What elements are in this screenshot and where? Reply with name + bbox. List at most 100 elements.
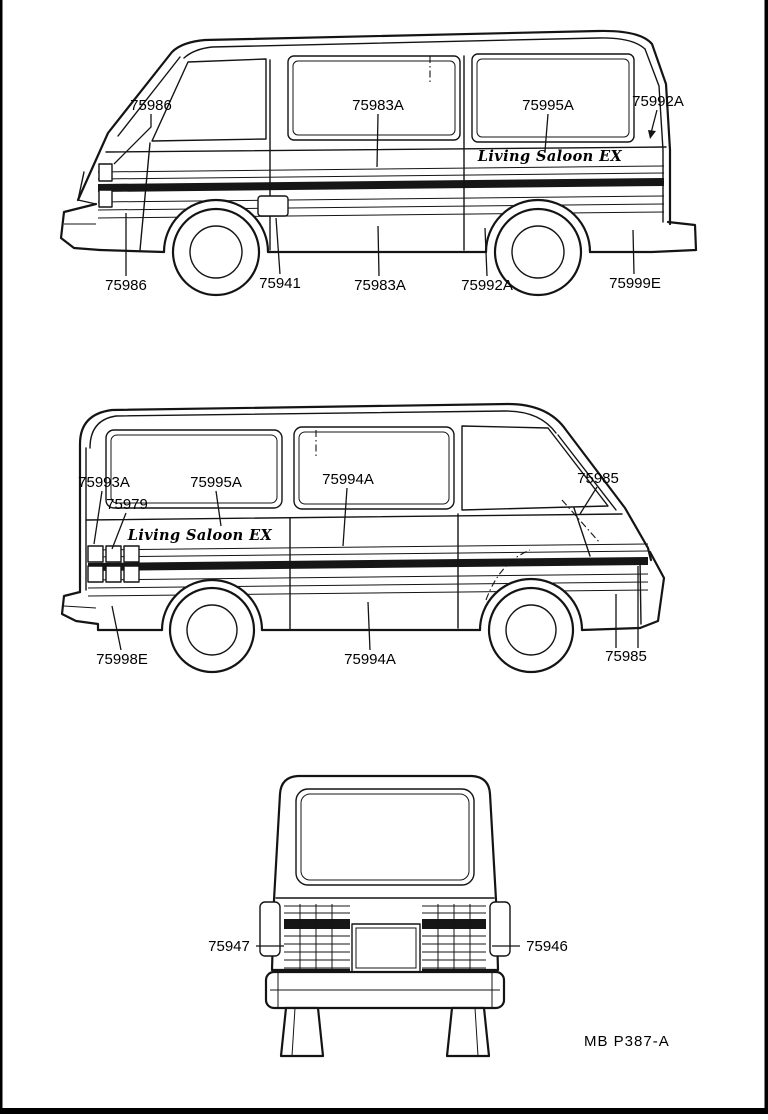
stripe-band — [88, 557, 648, 571]
rear-quarter-window — [471, 53, 635, 143]
front-wheel-arch — [162, 198, 270, 254]
left-wheel — [279, 1006, 325, 1058]
leader-line — [579, 486, 598, 515]
part-label: 75993A — [78, 474, 130, 491]
front-wheel-tire — [487, 586, 575, 674]
part-label: 75994A — [322, 471, 374, 488]
stripe-line — [97, 165, 665, 173]
sliding-door-window-inner — [298, 431, 450, 505]
stripe-line — [87, 543, 649, 551]
door-protector-75941 — [257, 195, 289, 217]
rear-window-inner — [300, 793, 470, 881]
part-label: 75995A — [190, 474, 242, 491]
rear-bumper — [60, 590, 100, 632]
stripe-line — [87, 573, 649, 581]
front-face-line — [77, 171, 97, 205]
front-bumper — [638, 550, 666, 630]
part-label: 75985 — [605, 648, 647, 665]
rear-wheel-rim — [511, 225, 565, 279]
fender-stripe-piece — [98, 163, 113, 182]
alignment-mark — [561, 499, 601, 544]
front-panel-line — [639, 559, 642, 625]
rear-wheel-arch — [484, 198, 592, 254]
leader-line — [376, 113, 379, 168]
front-door-window — [151, 58, 267, 142]
roof-drip-rail — [183, 37, 646, 59]
part-label: 75994A — [344, 651, 396, 668]
right-corner-molding — [489, 901, 511, 957]
side-decal-text: Living Saloon EX — [477, 148, 623, 165]
part-label: 75979 — [106, 496, 148, 513]
front-door-window — [461, 425, 609, 511]
leader-arrowhead — [648, 130, 656, 139]
leader-line — [377, 225, 380, 277]
part-label: 75983A — [354, 277, 406, 294]
rear-quarter-window-inner — [476, 58, 630, 138]
front-crease — [573, 507, 591, 557]
part-label: 75941 — [259, 275, 301, 292]
part-label: 75999E — [609, 275, 661, 292]
stripe-line — [97, 195, 665, 203]
part-label: 75998E — [96, 651, 148, 668]
front-bumper — [59, 202, 102, 252]
body-outline — [78, 402, 653, 594]
rear-corner-stripe-pieces — [87, 545, 140, 583]
leader-line — [111, 605, 122, 651]
frame-bottom-edge — [0, 1108, 768, 1114]
sliding-door-window-inner — [292, 60, 456, 136]
a-pillar-inner — [557, 434, 617, 511]
license-plate-inner — [355, 927, 417, 969]
rear-wheel-arch — [160, 578, 264, 632]
side-view-front-right: Living Saloon EX 75993A 75979 75995A 759… — [60, 402, 666, 674]
part-label: 75992A — [632, 93, 684, 110]
part-label: 75992A — [461, 277, 513, 294]
front-wheel-tire — [171, 207, 261, 297]
leader-line — [275, 217, 281, 275]
side-stripes — [87, 543, 649, 597]
rocker-line — [96, 626, 642, 632]
front-wheel-rim — [505, 604, 557, 656]
part-label: 75946 — [526, 938, 568, 955]
stripe-piece — [87, 545, 104, 563]
stripe-piece — [87, 565, 104, 583]
leader-line — [342, 487, 348, 547]
rear-quarter-window — [105, 429, 283, 509]
rear-bumper-endcaps — [277, 972, 493, 1008]
right-wheel-line — [474, 1007, 479, 1057]
front-door-front-edge — [139, 142, 151, 251]
side-stripes — [97, 165, 665, 219]
part-label: 75947 — [208, 938, 250, 955]
leader-line — [650, 109, 658, 134]
leader-line — [113, 114, 152, 165]
a-pillar-inner — [117, 56, 181, 137]
leader-line — [544, 113, 549, 152]
frame-right-edge — [764, 0, 768, 1114]
rear-wheel-rim — [186, 604, 238, 656]
stripe-line — [97, 203, 665, 211]
rear-view: 75947 75946 — [208, 774, 568, 1058]
body-outline — [76, 29, 672, 226]
leader-line — [484, 227, 488, 277]
license-plate — [351, 923, 421, 973]
right-wheel — [445, 1006, 491, 1058]
stripe-piece — [105, 565, 122, 583]
front-wheel-rim — [189, 225, 243, 279]
stripe-piece — [123, 545, 140, 563]
fender-stripe-piece — [98, 189, 113, 208]
footer-code: MB P387-A — [584, 1033, 670, 1050]
stripe-line — [87, 550, 649, 558]
stripe-line — [97, 172, 665, 180]
stripe-piece — [105, 545, 122, 563]
sliding-door-window — [293, 426, 455, 510]
part-label: 75986 — [130, 97, 172, 114]
rocker-line — [98, 248, 654, 254]
leader-line — [367, 601, 371, 651]
part-label: 75995A — [522, 97, 574, 114]
roof-drip-rail — [89, 410, 557, 449]
frame-left-edge — [0, 0, 3, 1114]
part-label: 75983A — [352, 97, 404, 114]
leader-line — [632, 229, 635, 275]
leader-line — [111, 512, 127, 550]
rear-wheel-tire — [168, 586, 256, 674]
